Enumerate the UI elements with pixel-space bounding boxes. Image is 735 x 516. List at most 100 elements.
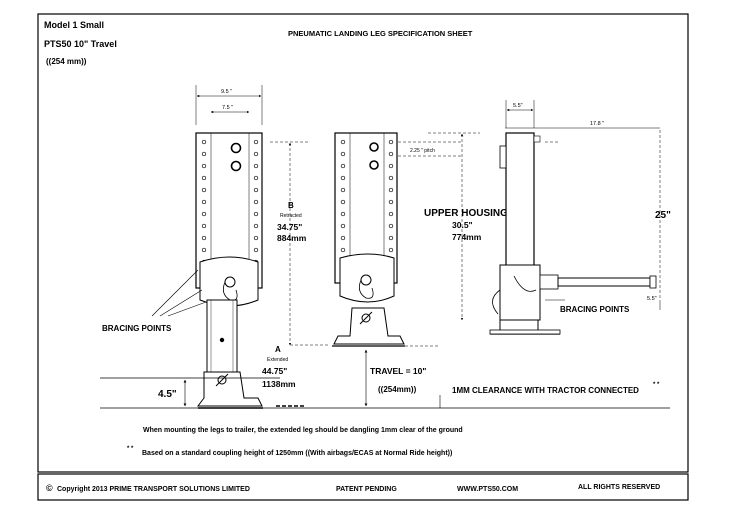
clearance-note: 1MM CLEARANCE WITH TRACTOR CONNECTED bbox=[452, 386, 639, 395]
coupling-mark: * * bbox=[127, 446, 134, 452]
top-bolt bbox=[230, 160, 242, 172]
mounting-hole bbox=[201, 187, 207, 193]
dim-a-inch: 44.75" bbox=[262, 366, 287, 376]
upper-housing-inch: 30.5" bbox=[452, 220, 473, 230]
sheet-title: PNEUMATIC LANDING LEG SPECIFICATION SHEE… bbox=[288, 29, 473, 38]
mounting-hole bbox=[340, 223, 346, 229]
mounting-hole bbox=[388, 139, 394, 145]
mounting-hole bbox=[253, 235, 259, 241]
mounting-hole bbox=[253, 187, 259, 193]
cross-shaft bbox=[557, 277, 651, 287]
overall-depth-dim: 17.8 " bbox=[590, 121, 604, 127]
mounting-hole bbox=[388, 247, 394, 253]
top-bolt bbox=[369, 142, 379, 152]
mounting-hole bbox=[388, 163, 394, 169]
mounting-hole bbox=[388, 211, 394, 217]
mounting-hole bbox=[388, 235, 394, 241]
bracing-plate bbox=[339, 253, 395, 303]
side-housing bbox=[505, 132, 535, 286]
dim-a-mm: 1138mm bbox=[262, 379, 296, 389]
product-label: PTS50 10" Travel bbox=[44, 39, 117, 49]
mounting-hole bbox=[340, 139, 346, 145]
dim-b-inch: 34.75" bbox=[277, 222, 302, 232]
mounting-hole bbox=[253, 223, 259, 229]
top-bolt bbox=[230, 142, 242, 154]
mounting-hole bbox=[388, 199, 394, 205]
patent-text: PATENT PENDING bbox=[336, 486, 397, 493]
mounting-hole bbox=[253, 247, 259, 253]
bracing-points-right: BRACING POINTS bbox=[560, 305, 630, 314]
hole-pitch-dim: 2.25 " pitch bbox=[410, 148, 435, 154]
mounting-hole bbox=[201, 247, 207, 253]
mounting-hole bbox=[253, 151, 259, 157]
mounting-hole bbox=[201, 235, 207, 241]
mounting-hole bbox=[340, 163, 346, 169]
bracing-points-left: BRACING POINTS bbox=[102, 324, 172, 333]
front-view-retracted: 2.25 " pitch TRAVEL = 10" ((254mm)) bbox=[332, 132, 462, 407]
travel-dim: TRAVEL = 10" bbox=[370, 366, 426, 376]
mounting-hole bbox=[253, 163, 259, 169]
mounting-hole bbox=[388, 187, 394, 193]
mounting-hole bbox=[201, 139, 207, 145]
foot bbox=[197, 371, 263, 407]
clearance-mark: * * bbox=[653, 382, 660, 388]
inner-leg bbox=[206, 299, 238, 373]
mounting-hole bbox=[201, 175, 207, 181]
shaft-offset-dim: 5.5" bbox=[647, 296, 657, 302]
mounting-hole bbox=[201, 223, 207, 229]
mounting-hole bbox=[253, 211, 259, 217]
mounting-hole bbox=[388, 175, 394, 181]
side-foot bbox=[489, 329, 561, 335]
drawing-frame bbox=[37, 13, 689, 473]
upper-housing-dimension: UPPER HOUSING 30.5" 774mm bbox=[424, 132, 508, 321]
dim-a-label: A bbox=[275, 345, 281, 354]
mounting-hole bbox=[340, 199, 346, 205]
mounting-hole bbox=[253, 199, 259, 205]
mounting-hole bbox=[340, 235, 346, 241]
foot bbox=[333, 307, 405, 345]
upper-housing-mm: 774mm bbox=[452, 232, 482, 242]
dim-b-mm: 884mm bbox=[277, 233, 307, 243]
coupling-note: Based on a standard coupling height of 1… bbox=[142, 450, 452, 457]
mounting-hole bbox=[201, 151, 207, 157]
travel-mm-label: ((254 mm)) bbox=[46, 57, 87, 66]
travel-mm-dim: ((254mm)) bbox=[378, 385, 417, 394]
mounting-hole bbox=[340, 151, 346, 157]
mounting-holes bbox=[340, 139, 394, 265]
mounting-hole bbox=[201, 211, 207, 217]
rights-text: ALL RIGHTS RESERVED bbox=[578, 484, 660, 491]
mounting-holes bbox=[201, 139, 259, 265]
front-view-extended: 9.5 " 7.5 " BRACING POINTS 4.5" bbox=[100, 85, 280, 409]
dim-a-state: Extended bbox=[267, 357, 288, 363]
upper-housing-label: UPPER HOUSING bbox=[424, 208, 508, 219]
top-bolt bbox=[369, 160, 379, 170]
mounting-hole bbox=[388, 223, 394, 229]
side-view: 5.5" 17.8 " BRACING POINTS 25" 5.5" bbox=[489, 100, 671, 335]
gearbox bbox=[499, 264, 541, 321]
mounting-hole bbox=[340, 175, 346, 181]
dim-b-state: Retracted bbox=[280, 213, 302, 219]
width-outer-dim: 9.5 " bbox=[221, 89, 232, 95]
mounting-hole bbox=[253, 139, 259, 145]
copyright-text: Copyright 2013 PRIME TRANSPORT SOLUTIONS… bbox=[57, 486, 250, 493]
housing-height-dim: 25" bbox=[655, 210, 671, 221]
mounting-hole bbox=[201, 163, 207, 169]
foot-height-dim: 4.5" bbox=[158, 389, 177, 400]
mounting-hole bbox=[253, 175, 259, 181]
website-link[interactable]: WWW.PTS50.COM bbox=[457, 486, 518, 493]
mounting-hole bbox=[340, 247, 346, 253]
dim-b-label: B bbox=[288, 201, 294, 210]
height-dimensions: B Retracted 34.75" 884mm A Extended 44.7… bbox=[262, 141, 330, 389]
mounting-hole bbox=[388, 151, 394, 157]
copyright-symbol: © bbox=[46, 483, 53, 493]
mounting-hole bbox=[340, 211, 346, 217]
model-label: Model 1 Small bbox=[44, 20, 104, 30]
footer-frame bbox=[37, 473, 689, 501]
mounting-hole bbox=[201, 199, 207, 205]
mounting-hole bbox=[340, 187, 346, 193]
bracing-plate bbox=[199, 256, 259, 307]
width-inner-dim: 7.5 " bbox=[222, 105, 233, 111]
mounting-note: When mounting the legs to trailer, the e… bbox=[143, 427, 463, 434]
side-width-dim: 5.5" bbox=[513, 103, 523, 109]
